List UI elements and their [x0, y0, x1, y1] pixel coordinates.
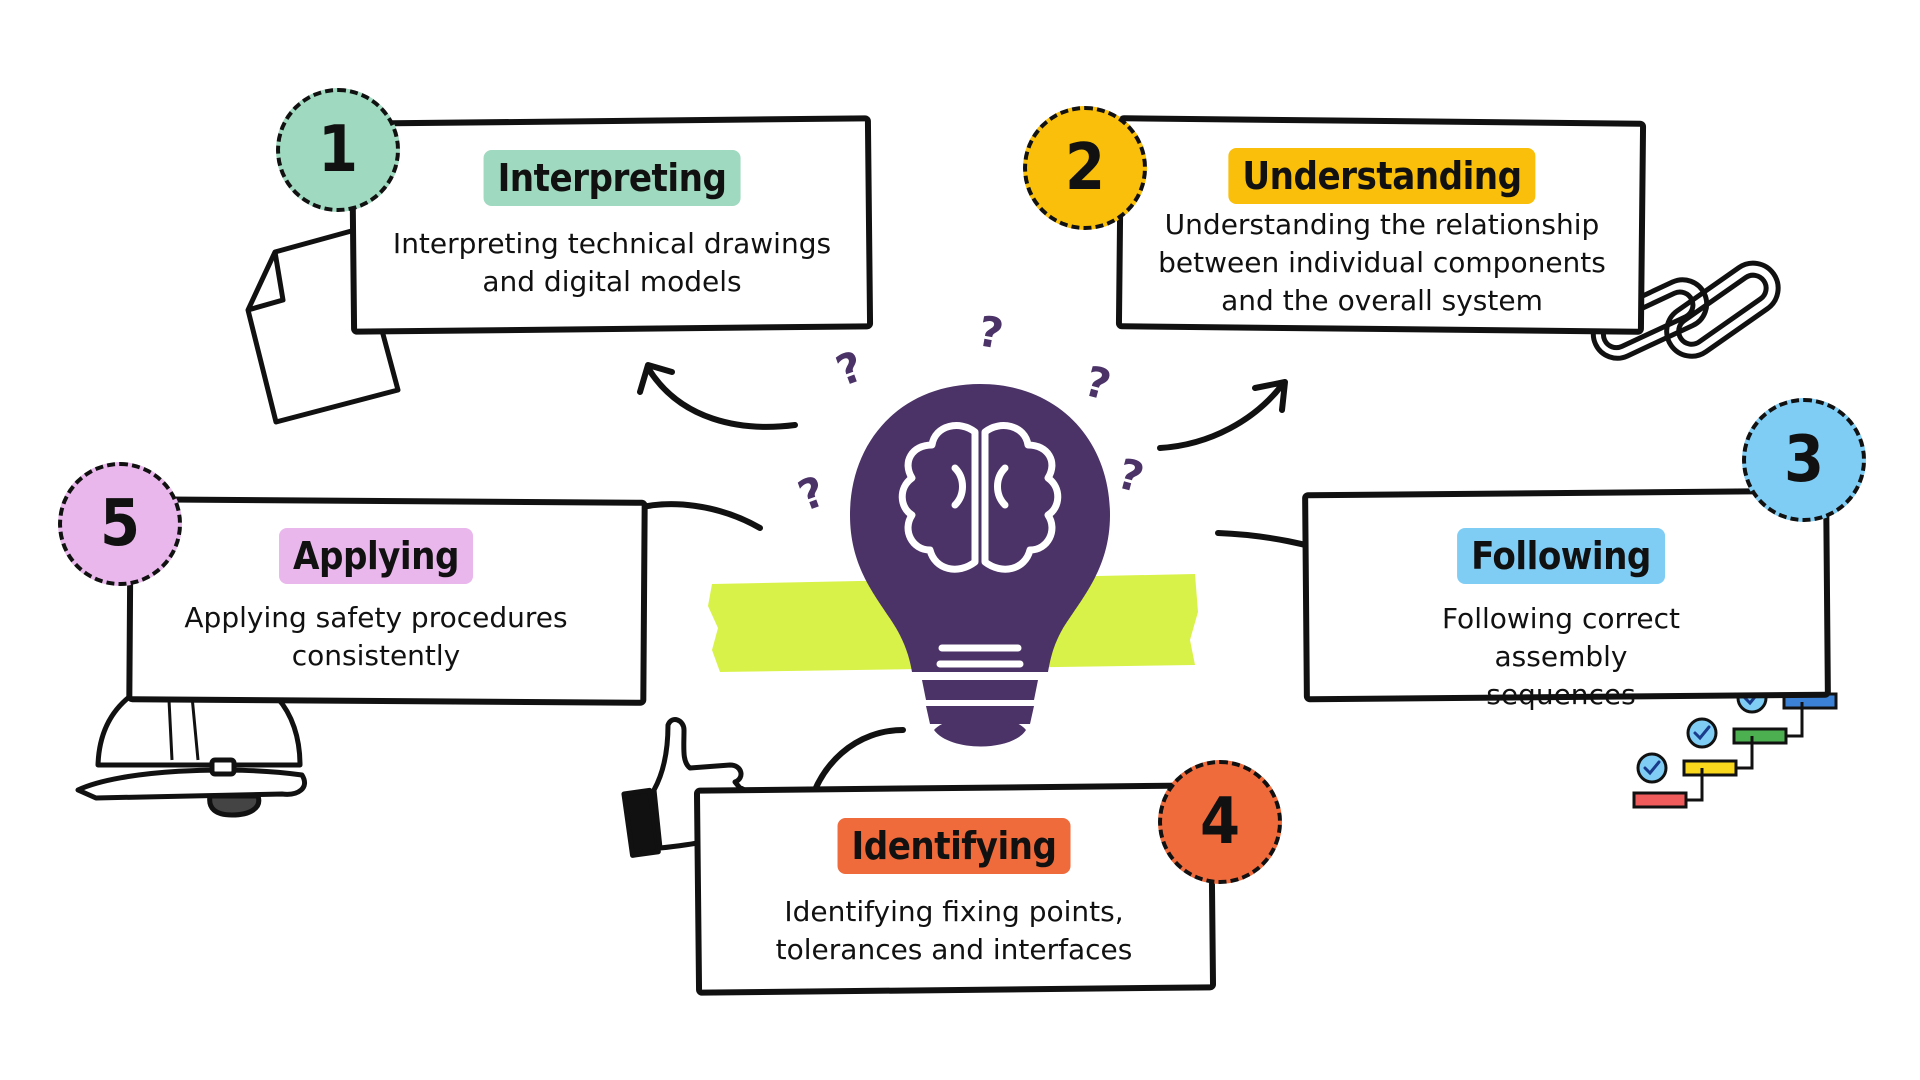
question-mark-1: ?	[830, 341, 870, 395]
step-3-title: Following	[1457, 528, 1665, 584]
arrow-to-step2	[1157, 379, 1288, 451]
question-mark-2: ?	[974, 306, 1007, 358]
step-2-number-badge: 2	[1023, 106, 1147, 230]
step-1-description: Interpreting technical drawings and digi…	[392, 227, 832, 298]
step-4-description: Identifying fixing points, tolerances an…	[775, 895, 1133, 966]
question-mark-4: ?	[1113, 449, 1149, 503]
step-5-title: Applying	[279, 528, 473, 584]
question-mark-3: ?	[1080, 356, 1116, 410]
step-2-description: Understanding the relationship between i…	[1158, 208, 1606, 317]
step-4-title: Identifying	[837, 818, 1071, 874]
question-mark-5: ?	[792, 466, 832, 520]
step-2-title: Understanding	[1228, 148, 1536, 204]
step-3-description: Following correct assembly sequences	[1441, 602, 1681, 711]
step-1-number-badge: 1	[276, 88, 400, 212]
step-5-number-badge: 5	[58, 462, 182, 586]
step-3-number-badge: 3	[1742, 398, 1866, 522]
lightbulb-brain-icon	[850, 384, 1110, 747]
step-5-description: Applying safety procedures consistently	[184, 601, 568, 672]
step-1-title: Interpreting	[483, 150, 741, 206]
step-4-number-badge: 4	[1158, 760, 1282, 884]
chain-link-icon	[1590, 260, 1781, 361]
arrow-to-step1	[637, 362, 798, 430]
